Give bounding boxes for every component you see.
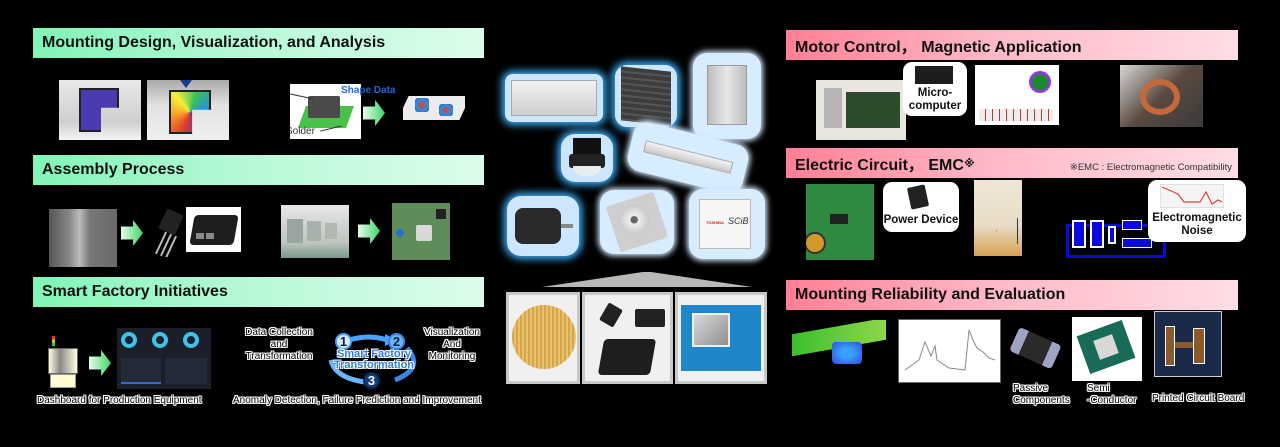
deformation-image-after bbox=[147, 80, 229, 140]
assembled-pcb-image bbox=[392, 203, 450, 260]
section-title: Motor Control， Magnetic Application bbox=[795, 39, 1082, 56]
step1-label-line: and bbox=[270, 339, 288, 350]
section-header-smart-factory: Smart Factory Initiatives bbox=[33, 277, 484, 307]
power-device-bubble: Power Device bbox=[883, 182, 959, 232]
semiconductor-label: Semi -Conductor bbox=[1087, 383, 1136, 407]
shape-data-label: Shape Data bbox=[341, 85, 396, 96]
microcomputer-chip-icon bbox=[915, 66, 953, 84]
printed-circuit-board-image bbox=[1154, 311, 1222, 377]
product-hard-disk-drive bbox=[600, 190, 674, 254]
electromagnetic-noise-bubble: Electromagnetic Noise bbox=[1148, 180, 1246, 242]
production-equipment-icon bbox=[48, 336, 82, 388]
panel-chip-on-board bbox=[675, 292, 767, 384]
dashboard-label: Dashboard for Production Equipment bbox=[37, 395, 202, 406]
passive-components-label: Passive Components bbox=[1013, 383, 1070, 407]
component-model-image: Solder bbox=[290, 84, 361, 139]
emc-test-chamber-photo bbox=[974, 180, 1022, 256]
passive-component-image bbox=[1008, 326, 1062, 371]
label-line: Passive bbox=[1013, 383, 1049, 394]
step1-label: Data Collection and Transformation bbox=[243, 327, 315, 363]
arrow-right-icon bbox=[121, 220, 143, 246]
semiconductor-chip-image bbox=[1072, 317, 1142, 381]
center-title-line: Transformation bbox=[333, 359, 415, 371]
zoom-funnel bbox=[542, 272, 752, 287]
section-header-assembly-process: Assembly Process bbox=[33, 155, 484, 185]
noise-spectrum-chart-icon bbox=[1160, 184, 1224, 208]
step-2-badge: 2 bbox=[388, 333, 405, 350]
scib-label: SCiB bbox=[728, 216, 749, 226]
step1-label-line: Transformation bbox=[245, 351, 313, 362]
arrow-right-icon bbox=[363, 100, 385, 126]
bubble-text-line: Noise bbox=[1181, 225, 1213, 237]
stress-analysis-image bbox=[403, 86, 465, 128]
section-header-motor-control: Motor Control， Magnetic Application bbox=[786, 30, 1238, 60]
panel-silicon-wafer bbox=[506, 292, 580, 384]
step-1-badge: 1 bbox=[335, 333, 352, 350]
pcb-label: Printed Circuit Board bbox=[1152, 393, 1245, 404]
product-electric-motor bbox=[507, 196, 579, 256]
panel-power-semiconductors bbox=[582, 292, 673, 384]
section-title: Smart Factory Initiatives bbox=[42, 283, 228, 300]
step2-label-line: And bbox=[443, 339, 461, 350]
section-title: Mounting Design, Visualization, and Anal… bbox=[42, 34, 386, 51]
title-mark: ※ bbox=[963, 157, 975, 170]
label-line: Semi bbox=[1087, 383, 1110, 394]
scib-brand: TOSHIBA bbox=[706, 220, 724, 225]
discrete-transistor-image bbox=[150, 209, 186, 257]
xray-inspection-image bbox=[49, 209, 117, 267]
product-server-rack bbox=[615, 65, 677, 127]
arrow-right-icon bbox=[89, 350, 111, 376]
bubble-text-line: Micro- bbox=[917, 87, 953, 99]
microcomputer-bubble: Micro- computer bbox=[903, 62, 967, 116]
step1-label-line: Data Collection bbox=[245, 327, 313, 338]
step2-label-line: Visualization bbox=[424, 327, 480, 338]
power-device-icon bbox=[906, 184, 930, 210]
product-air-conditioning-unit bbox=[505, 74, 603, 122]
power-module-image bbox=[186, 207, 241, 252]
center-title-line: Smart Factory bbox=[337, 348, 411, 360]
production-dashboard-image bbox=[117, 328, 211, 389]
label-line: -Conductor bbox=[1087, 395, 1137, 406]
solder-label: Solder bbox=[290, 126, 315, 137]
motor-winding-photo bbox=[1120, 65, 1203, 127]
spectrum-line-icon bbox=[904, 329, 996, 371]
circuit-board-image bbox=[806, 184, 874, 260]
arrow-right-icon bbox=[358, 218, 380, 244]
emc-footnote: ※EMC : Electromagnetic Compatibility bbox=[1069, 162, 1232, 173]
bubble-text: Power Device bbox=[883, 213, 959, 226]
step2-label: Visualization And Monitoring bbox=[418, 327, 486, 363]
step-3-badge: 3 bbox=[363, 372, 380, 389]
spectrum-graph-image bbox=[898, 319, 1001, 383]
product-high-bay-light bbox=[561, 134, 613, 182]
label-line: Components bbox=[1013, 395, 1070, 406]
bubble-text-line: computer bbox=[908, 100, 962, 112]
product-scib-battery: TOSHIBA SCiB bbox=[689, 189, 765, 259]
section-title: Electric Circuit， EMC bbox=[795, 157, 964, 174]
section-header-mounting-reliability: Mounting Reliability and Evaluation bbox=[786, 280, 1238, 310]
deformation-image-before bbox=[59, 80, 141, 140]
step3-label: Anomaly Detection, Failure Prediction an… bbox=[233, 395, 481, 406]
section-title: Mounting Reliability and Evaluation bbox=[795, 286, 1066, 303]
product-elevator bbox=[693, 53, 761, 139]
arrow-down-icon bbox=[180, 80, 192, 88]
smart-factory-center-title: Smart Factory Transformation bbox=[326, 349, 422, 371]
step2-label-line: Monitoring bbox=[428, 351, 476, 362]
solder-joint-simulation-image bbox=[792, 320, 887, 370]
inverter-board-image bbox=[816, 80, 906, 140]
production-line-image bbox=[281, 205, 349, 258]
section-header-mounting-design: Mounting Design, Visualization, and Anal… bbox=[33, 28, 484, 58]
motor-simulation-diagram bbox=[975, 65, 1059, 125]
section-header-electric-circuit: Electric Circuit， EMC※ ※EMC : Electromag… bbox=[786, 148, 1238, 178]
bubble-text-line: Electromagnetic bbox=[1152, 212, 1242, 224]
section-title: Assembly Process bbox=[42, 161, 185, 178]
